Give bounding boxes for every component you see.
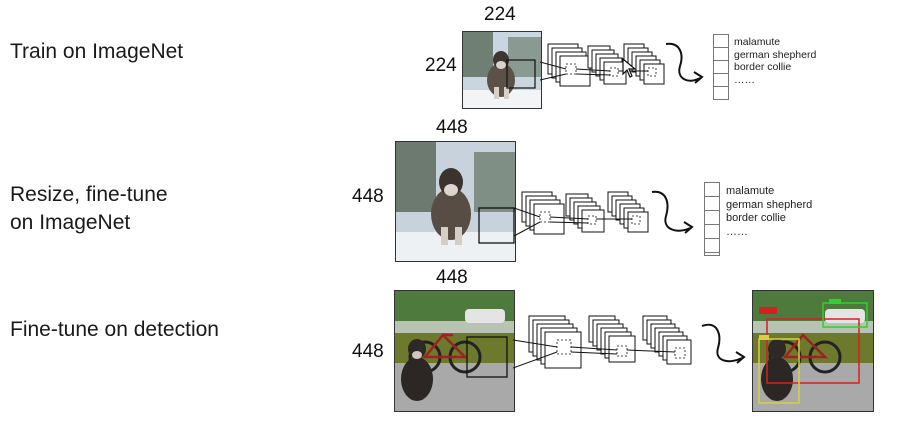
stage2-dog-photo (395, 141, 516, 262)
stage2-class-vector (704, 182, 720, 256)
stage3-height-label: 448 (352, 341, 384, 362)
stage2-cnn-diagram (514, 191, 649, 237)
arrow-curve-icon (651, 190, 694, 234)
stage1-cnn-diagram (540, 43, 665, 87)
stage2-class-labels: malamute german shepherd border collie …… (726, 185, 812, 239)
mouse-cursor-icon (622, 58, 637, 78)
bike-detection-box (766, 318, 860, 384)
stage1-height-label: 224 (425, 55, 457, 76)
stage3-dog-bike-photo (394, 290, 515, 412)
class-label: …… (734, 73, 755, 86)
stage2-label-line2: on ImageNet (10, 211, 131, 234)
stage1-class-labels: malamute german shepherd border collie …… (734, 36, 816, 86)
stage1-dog-photo (462, 31, 542, 109)
class-label: german shepherd (726, 198, 813, 211)
stage3-label: Fine-tune on detection (10, 318, 219, 341)
stage1-class-vector (713, 34, 729, 100)
stage2-height-label: 448 (352, 186, 384, 207)
class-label: malamute (734, 36, 781, 48)
stage2-label: Resize, fine-tune on ImageNet (10, 181, 168, 237)
stage1-label: Train on ImageNet (10, 40, 184, 63)
dog-detection-box (758, 338, 800, 404)
stage1-width-label: 224 (484, 4, 516, 25)
car-detection-box (822, 302, 868, 328)
stage2-width-label: 448 (436, 117, 468, 138)
class-label: malamute (726, 185, 775, 197)
class-label: german shepherd (734, 48, 817, 61)
stage3-width-label: 448 (436, 267, 468, 288)
stage2-label-line1: Resize, fine-tune (10, 183, 168, 206)
arrow-curve-icon (665, 42, 704, 84)
class-label: …… (726, 225, 748, 238)
stage3-cnn-diagram (513, 315, 692, 369)
class-label: border collie (726, 212, 786, 224)
stage3-detection-output (752, 290, 874, 412)
class-label: border collie (734, 61, 792, 73)
arrow-curve-icon (701, 323, 746, 364)
